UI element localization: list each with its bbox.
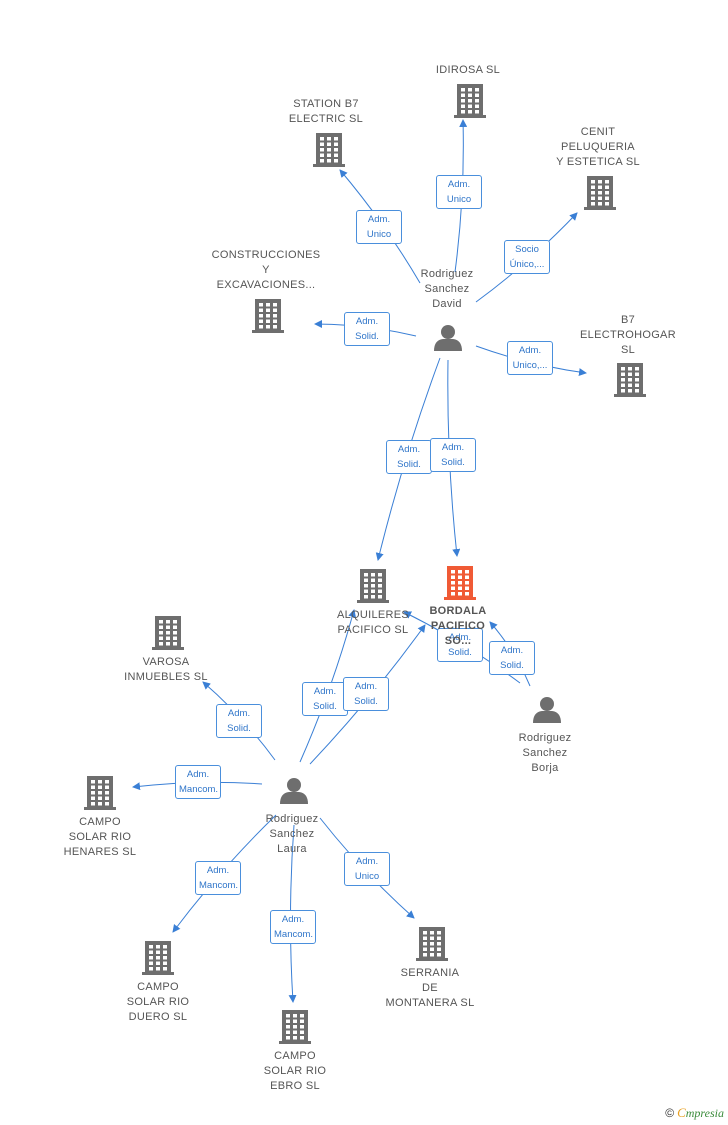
building-icon-b7[interactable] bbox=[614, 363, 646, 397]
copyright-symbol: © bbox=[665, 1106, 675, 1120]
empresia-logo: ©Cmpresia bbox=[665, 1105, 724, 1121]
edge-label-laura-varosa[interactable]: Adm. Solid. bbox=[216, 704, 262, 738]
brand-name: mpresia bbox=[685, 1106, 724, 1120]
edge-label-laura-ebro[interactable]: Adm. Mancom. bbox=[270, 910, 316, 944]
building-icon-serrania[interactable] bbox=[416, 927, 448, 961]
building-icon-idirosa[interactable] bbox=[454, 84, 486, 118]
person-icon-borja[interactable] bbox=[533, 697, 561, 723]
building-icon-construcciones[interactable] bbox=[252, 299, 284, 333]
edge-label-laura-henares[interactable]: Adm. Mancom. bbox=[175, 765, 221, 799]
edge-label-laura-bordala[interactable]: Adm. Solid. bbox=[343, 677, 389, 711]
building-icon-alquileres[interactable] bbox=[357, 569, 389, 603]
edge-label-david-idirosa[interactable]: Adm. Unico bbox=[436, 175, 482, 209]
node-label-serrania: SERRANIA DE MONTANERA SL bbox=[385, 967, 475, 1009]
node-label-henares: CAMPO SOLAR RIO HENARES SL bbox=[63, 816, 137, 858]
person-icon-laura[interactable] bbox=[280, 778, 308, 804]
edge-label-david-b7[interactable]: Adm. Unico,... bbox=[507, 341, 553, 375]
building-icon-bordala[interactable] bbox=[444, 566, 476, 600]
node-label-david: Rodriguez Sanchez David bbox=[420, 268, 474, 310]
node-label-construcciones: CONSTRUCCIONES Y EXCAVACIONES... bbox=[211, 249, 321, 291]
node-label-b7: B7 ELECTROHOGAR SL bbox=[580, 314, 676, 356]
edge-label-david-station[interactable]: Adm. Unico bbox=[356, 210, 402, 244]
node-label-cenit: CENIT PELUQUERIA Y ESTETICA SL bbox=[556, 126, 640, 168]
edge-label-david-cenit[interactable]: Socio Único,... bbox=[504, 240, 550, 274]
edge-label-laura-serrania[interactable]: Adm. Unico bbox=[344, 852, 390, 886]
building-icon-duero[interactable] bbox=[142, 941, 174, 975]
building-icon-ebro[interactable] bbox=[279, 1010, 311, 1044]
node-label-station: STATION B7 ELECTRIC SL bbox=[288, 98, 364, 125]
node-label-laura: Rodriguez Sanchez Laura bbox=[265, 813, 319, 855]
node-label-varosa: VAROSA INMUEBLES SL bbox=[124, 656, 208, 683]
edge-label-laura-alquileres[interactable]: Adm. Solid. bbox=[302, 682, 348, 716]
brand-initial: C bbox=[677, 1105, 686, 1120]
building-icon-cenit[interactable] bbox=[584, 176, 616, 210]
edge-label-david-alquileres[interactable]: Adm. Solid. bbox=[386, 440, 432, 474]
building-icon-henares[interactable] bbox=[84, 776, 116, 810]
building-icon-station[interactable] bbox=[313, 133, 345, 167]
edge-label-borja-bordala[interactable]: Adm. Solid. bbox=[489, 641, 535, 675]
node-label-bordala: BORDALA PACIFICO SO... bbox=[429, 605, 487, 647]
node-label-ebro: CAMPO SOLAR RIO EBRO SL bbox=[263, 1050, 327, 1092]
building-icon-varosa[interactable] bbox=[152, 616, 184, 650]
edge-label-david-bordala[interactable]: Adm. Solid. bbox=[430, 438, 476, 472]
node-label-idirosa: IDIROSA SL bbox=[435, 64, 501, 76]
edge-label-laura-duero[interactable]: Adm. Mancom. bbox=[195, 861, 241, 895]
edge-label-borja-alquileres[interactable]: Adm. Solid. bbox=[437, 628, 483, 662]
person-icon-david[interactable] bbox=[434, 325, 462, 351]
node-label-duero: CAMPO SOLAR RIO DUERO SL bbox=[126, 981, 190, 1023]
edge-label-david-construcciones[interactable]: Adm. Solid. bbox=[344, 312, 390, 346]
node-label-alquileres: ALQUILERES PACIFICO SL bbox=[336, 609, 410, 636]
node-label-borja: Rodriguez Sanchez Borja bbox=[518, 732, 572, 774]
